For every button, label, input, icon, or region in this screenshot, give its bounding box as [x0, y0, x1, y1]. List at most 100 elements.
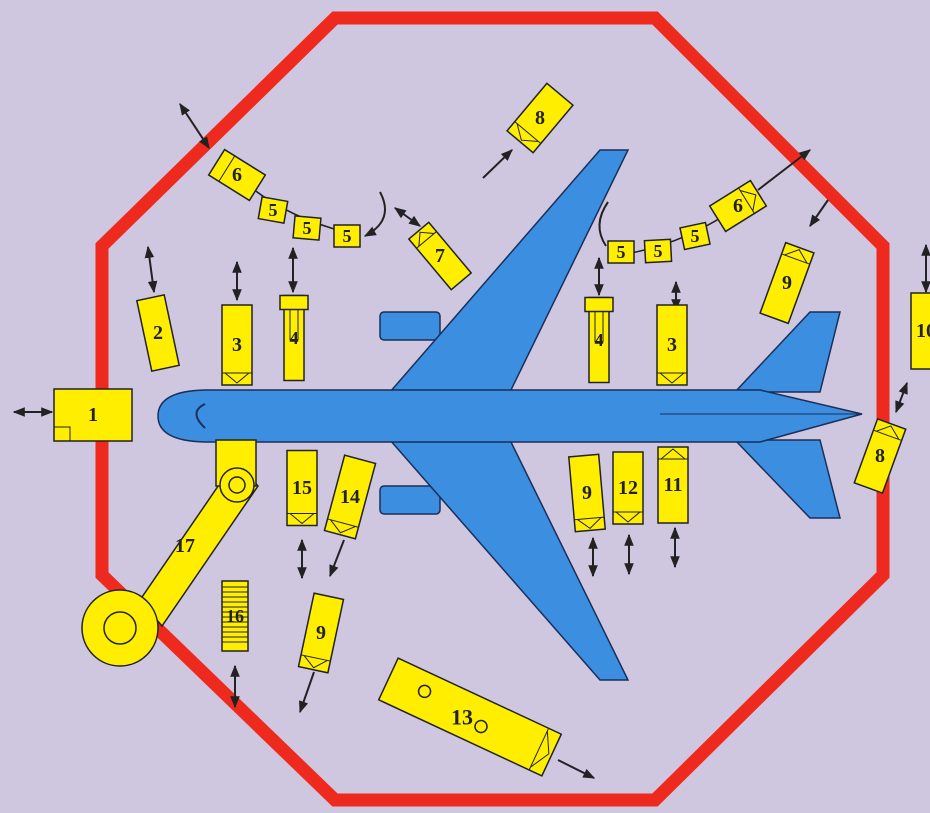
vehicle-number: 6	[733, 195, 743, 217]
movement-arrow	[394, 207, 421, 227]
vehicle-14: 14	[323, 454, 377, 540]
vehicle-body	[377, 657, 563, 777]
vehicle-13: 13	[377, 657, 563, 777]
vehicle-10: 10	[910, 292, 930, 370]
vehicle-number: 5	[691, 226, 700, 246]
cab-window	[876, 425, 900, 440]
vehicle-5: 5	[679, 221, 711, 251]
vehicle-body	[221, 304, 253, 386]
vehicle-17: 17	[175, 535, 195, 557]
cockpit-window	[195, 403, 206, 429]
cab-window	[303, 655, 328, 669]
vehicle-number: 3	[667, 334, 677, 356]
vehicle-4: 4	[584, 296, 614, 384]
movement-arrow	[557, 759, 596, 779]
movement-arrow	[809, 199, 829, 227]
vehicle-number: 16	[226, 606, 244, 626]
vehicle-5: 5	[607, 240, 635, 264]
vehicle-number: 4	[290, 328, 299, 348]
cab-window	[576, 517, 602, 530]
vehicle-body	[910, 292, 930, 370]
jet-bridge	[81, 439, 259, 667]
vehicle-11: 11	[657, 446, 689, 524]
vehicle-number: 2	[153, 322, 163, 344]
vehicle-9: 9	[567, 453, 607, 533]
vehicle-body	[567, 453, 607, 533]
vehicle-5: 5	[333, 224, 361, 248]
cab-line	[738, 187, 755, 214]
vehicle-9: 9	[759, 241, 815, 325]
vehicle-number: 5	[617, 242, 626, 262]
vehicle-number: 10	[916, 320, 930, 342]
vehicle-3: 3	[656, 304, 688, 386]
cab-line	[54, 426, 71, 441]
vehicle-number: 15	[292, 477, 312, 499]
vehicle-body	[333, 224, 361, 248]
engine-lower	[379, 485, 441, 515]
cab-line	[416, 231, 437, 249]
movement-arrow	[299, 671, 315, 714]
vehicle-number: 9	[316, 622, 326, 644]
vehicle-number: 12	[618, 477, 638, 499]
movement-arrow	[144, 245, 158, 294]
cab-window	[289, 513, 315, 525]
cab-line	[300, 654, 331, 662]
vehicle-number: 9	[782, 272, 792, 294]
cab-window	[660, 448, 686, 460]
vehicles: 123344555555667889991011121314151617	[53, 82, 930, 777]
fuel-cap	[474, 719, 488, 734]
vehicle-4: 4	[279, 294, 309, 382]
vehicle-number: 3	[232, 334, 242, 356]
vehicle-body	[679, 221, 711, 251]
cab-line	[574, 516, 605, 521]
vehicle-number: 4	[595, 330, 604, 350]
vehicle-3: 3	[221, 304, 253, 386]
movement-arrow	[895, 381, 908, 414]
vehicle-number: 7	[435, 245, 445, 267]
cab-window	[330, 519, 356, 534]
vehicle-number: 11	[664, 474, 683, 496]
movement-arrow	[757, 149, 811, 191]
hook-markers	[363, 191, 609, 247]
vehicle-body	[643, 238, 673, 264]
stabilizer-lower	[733, 439, 841, 519]
loader-frame	[289, 309, 299, 340]
cab-window	[615, 511, 641, 523]
vehicle-number: 6	[232, 164, 242, 186]
movement-arrow	[482, 149, 513, 179]
vehicle-body	[207, 148, 267, 202]
cab-line	[873, 429, 902, 441]
vehicle-body	[292, 215, 322, 241]
vehicle-2: 2	[135, 293, 181, 373]
vehicle-number: 13	[451, 705, 473, 730]
fuselage	[157, 389, 863, 443]
cab-line	[528, 728, 550, 771]
vehicle-number: 5	[654, 241, 663, 261]
vehicle-body	[708, 179, 768, 233]
vehicle-8: 8	[505, 82, 575, 154]
cab-line	[327, 518, 359, 528]
vehicle-body	[759, 241, 815, 325]
cab-window	[659, 372, 685, 384]
vehicle-body	[607, 240, 635, 264]
vehicle-16: 16	[221, 580, 249, 652]
cab-window	[784, 249, 808, 264]
vehicle-12: 12	[612, 451, 644, 525]
cab-line	[514, 121, 542, 144]
vehicle-6: 6	[207, 148, 267, 202]
vehicle-body	[297, 592, 345, 674]
cab-window	[516, 123, 539, 143]
vehicle-body	[657, 446, 689, 524]
cab-window	[418, 231, 435, 247]
vehicle-number: 9	[582, 482, 592, 504]
vehicle-15: 15	[286, 449, 318, 527]
vehicle-7: 7	[407, 221, 473, 291]
vehicle-number: 5	[269, 200, 278, 220]
cab-line	[781, 253, 810, 265]
vehicle-body	[221, 580, 249, 652]
aircraft	[157, 149, 863, 681]
vehicle-number: 5	[303, 218, 312, 238]
vehicle-number: 17	[175, 535, 195, 557]
vehicle-number: 5	[343, 226, 352, 246]
